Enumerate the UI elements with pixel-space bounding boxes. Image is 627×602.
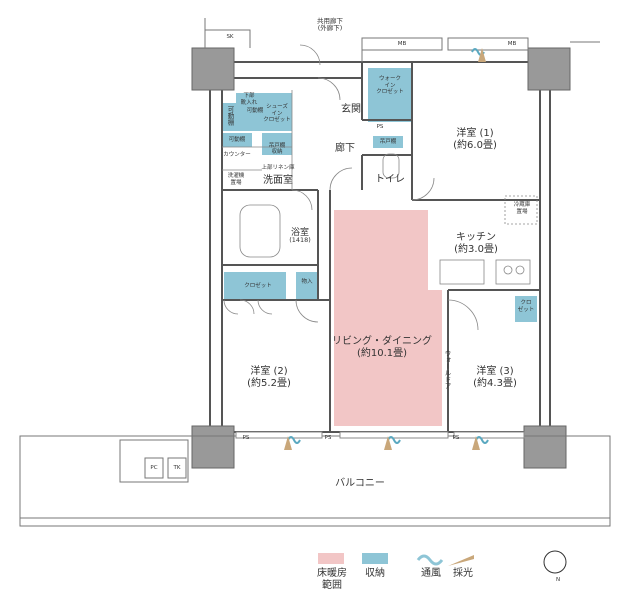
- marker-tk: TK: [173, 465, 181, 471]
- storage-closet-2: [224, 272, 286, 299]
- columns: [191, 47, 571, 469]
- storage-tall-shelf-label: 可動棚: [226, 106, 234, 126]
- storage-toilet-shelf-label: 吊戸棚: [379, 139, 397, 145]
- storage-fridge-label: 冷蔵庫 置場: [513, 202, 531, 215]
- marker-ps-wic: PS: [376, 124, 384, 130]
- room-kitchen: キッチン(約3.0畳): [454, 232, 498, 255]
- storage-areas: [222, 68, 537, 322]
- marker-ps-2: PS: [324, 435, 332, 441]
- storage-shoe-box-label: 下部 靴入れ: [240, 93, 258, 106]
- room-western-3: 洋室 (3)(約4.3畳): [473, 366, 517, 389]
- room-hallway: 廊下: [335, 143, 355, 154]
- storage-counter-label: カウンター: [223, 152, 251, 158]
- storage-closet-label: クロゼット: [244, 283, 272, 289]
- marker-mb-right: MB: [507, 41, 517, 47]
- marker-ps-1: PS: [242, 435, 250, 441]
- room-entrance: 玄関: [341, 104, 361, 115]
- storage-movable-shelf-label: 可動棚: [246, 108, 264, 114]
- legend-ventilation-label: 通風: [421, 568, 441, 579]
- storage-shoes-in-closet: [236, 93, 292, 131]
- legend-storage-label: 収納: [365, 568, 385, 579]
- room-balcony: バルコニー: [335, 478, 385, 489]
- wall-door-label: ウォールドア: [443, 350, 451, 389]
- balcony-outline: [19, 435, 611, 527]
- marker-ps-3: PS: [452, 435, 460, 441]
- storage-mono: [296, 272, 318, 299]
- ventilation-icon: [416, 554, 444, 566]
- legend-floor-heating-swatch: [318, 553, 344, 564]
- storage-washroom: [262, 133, 292, 155]
- marker-mb-left: MB: [397, 41, 407, 47]
- storage-walk-in-label: ウォーク イン クロゼット: [376, 76, 404, 95]
- compass: [543, 550, 567, 574]
- storage-linen-upper-label: 上部リネン庫: [261, 165, 295, 171]
- floor-heating-area: [334, 210, 428, 426]
- legend-icons: [416, 554, 474, 566]
- room-toilet: トイレ: [375, 174, 405, 185]
- storage-shoes-in-label: シューズ イン クロゼット: [263, 104, 291, 123]
- storage-walk-in-closet: [368, 68, 412, 122]
- storage-shelf-a: [222, 103, 236, 131]
- room-washroom: 洗面室: [263, 175, 293, 186]
- storage-kuro-label: クロ ゼット: [517, 300, 535, 313]
- lighting-markers: [284, 48, 486, 450]
- room-western-2: 洋室 (2)(約5.2畳): [247, 366, 291, 389]
- storage-toilet-shelf: [373, 136, 403, 148]
- room-living: リビング・ダイニング(約10.1畳): [332, 336, 432, 359]
- compass-north-label: N: [555, 577, 561, 583]
- storage-shelf-b-label: 可動棚: [228, 137, 246, 143]
- storage-closet-3: [515, 296, 537, 322]
- legend-lighting-label: 採光: [453, 568, 473, 579]
- storage-washroom-label: 吊戸棚収納: [268, 142, 286, 156]
- marker-pc: PC: [150, 465, 158, 471]
- corridor-label: 共用廊下(外廊下): [317, 16, 343, 32]
- storage-mono-label: 物入: [301, 279, 313, 285]
- legend-storage-swatch: [362, 553, 388, 564]
- lighting-icon: [448, 555, 474, 566]
- legend-floor-heating-label: 床暖房 範囲: [317, 568, 347, 591]
- storage-shelf-b: [222, 133, 252, 147]
- room-western-1: 洋室 (1)(約6.0畳): [453, 128, 497, 151]
- floor-heating-area-extension: [428, 290, 442, 426]
- room-bath: 浴室(1418): [289, 227, 311, 244]
- marker-sk: SK: [226, 34, 234, 40]
- storage-washer-label: 洗濯機 置場: [227, 173, 245, 186]
